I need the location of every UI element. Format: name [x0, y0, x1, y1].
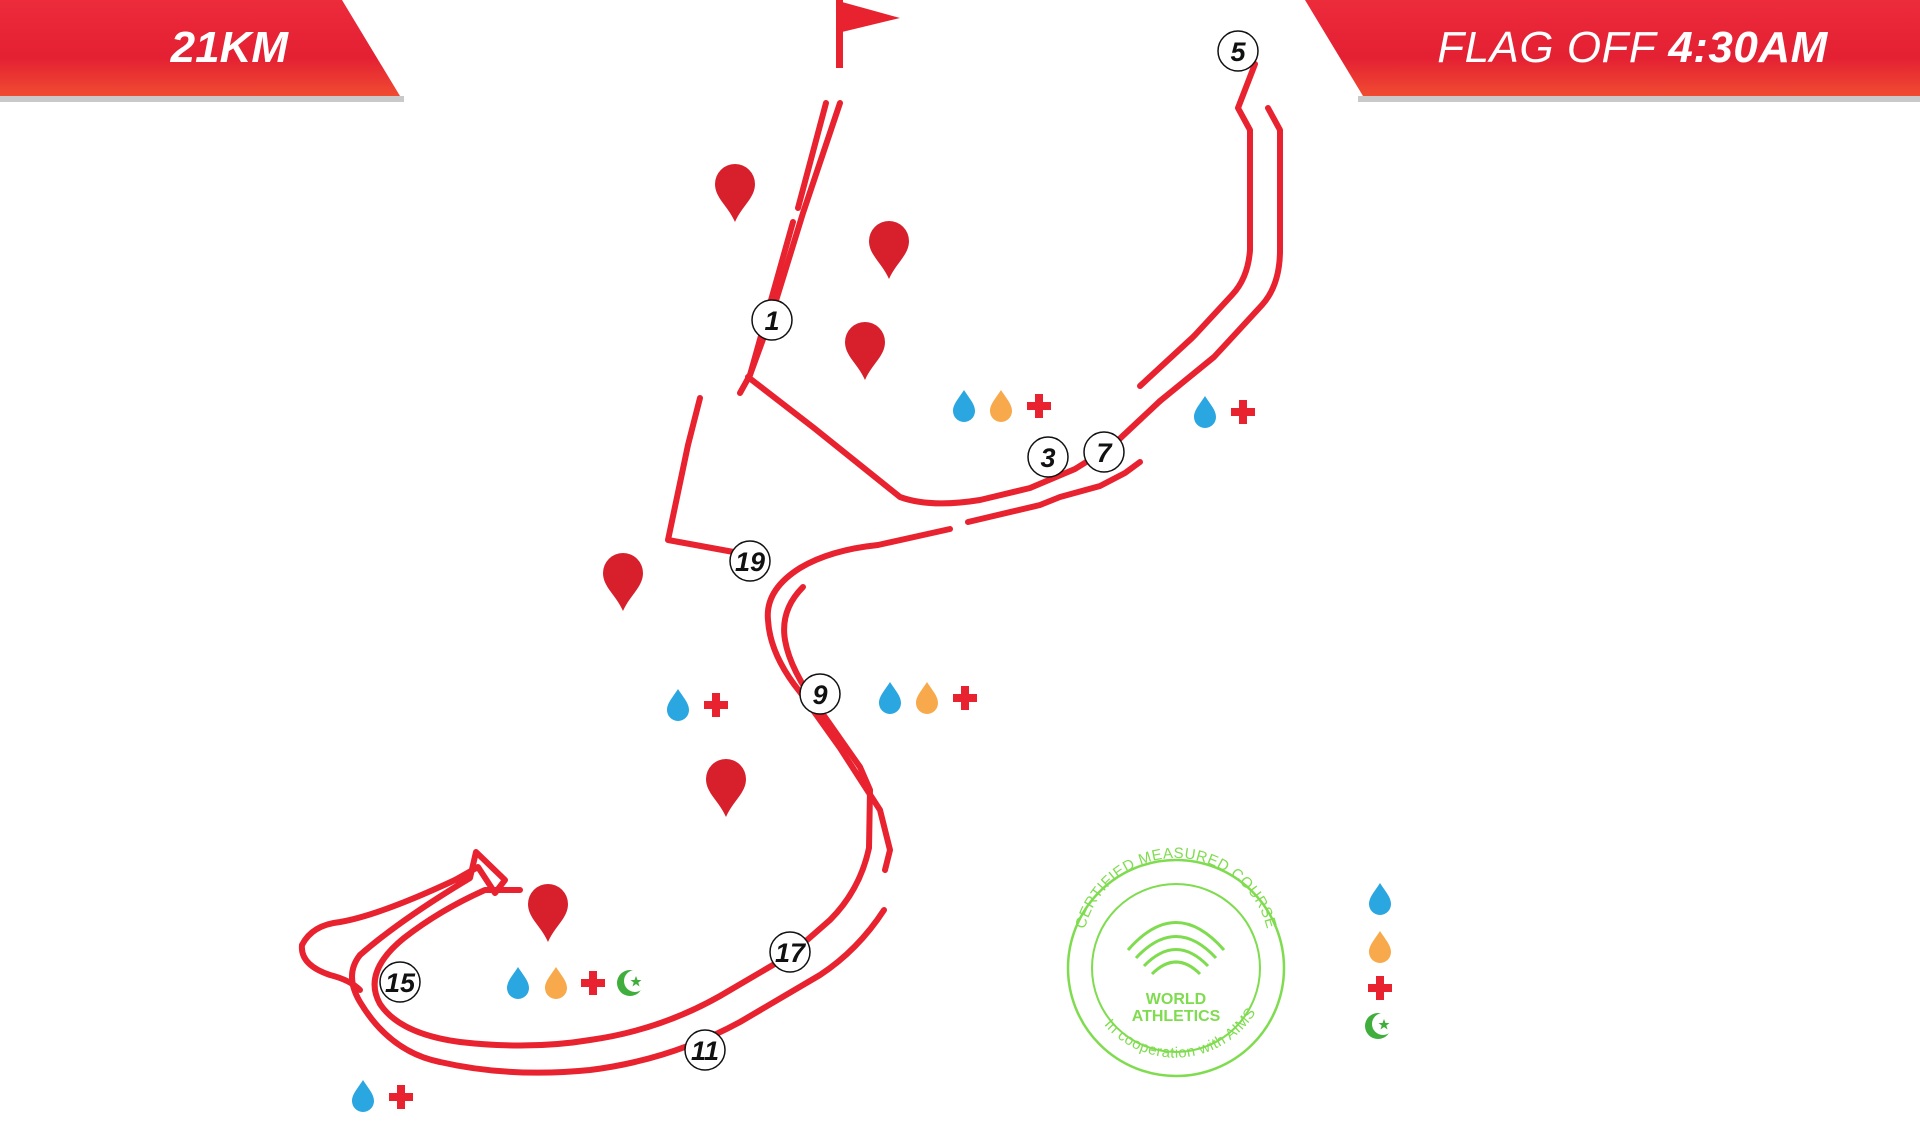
medical-cross-icon	[1368, 976, 1392, 1000]
aid-station	[507, 967, 646, 999]
map-pin-icon	[845, 322, 885, 380]
energy-drop-icon	[545, 967, 567, 999]
km-marker: 19	[729, 540, 771, 582]
water-drop-icon	[879, 682, 901, 714]
route-start-inner-2	[747, 219, 796, 378]
km-marker-label: 19	[735, 547, 765, 577]
seal-org-line1: WORLD	[1146, 991, 1206, 1008]
medical-cross-icon	[581, 971, 605, 995]
medical-cross-icon	[1231, 400, 1255, 424]
distance-banner: 21KM	[0, 0, 400, 96]
map-pin-icon	[528, 884, 568, 942]
route-west-loop	[298, 849, 508, 993]
km-marker: 1	[751, 299, 793, 341]
water-drop-icon	[667, 689, 689, 721]
km-marker: 7	[1083, 431, 1125, 473]
route-start-inner	[795, 100, 829, 211]
crescent-star-icon	[1365, 1013, 1394, 1039]
km-marker: 15	[379, 961, 421, 1003]
water-drop-icon	[352, 1080, 374, 1112]
energy-drop-icon	[990, 390, 1012, 422]
aid-station	[953, 390, 1051, 422]
km-marker: 3	[1027, 436, 1069, 478]
km-marker: 11	[684, 1029, 726, 1071]
km-marker-label: 3	[1040, 443, 1055, 473]
route-cross-upper	[965, 459, 1143, 525]
landmark-pins	[528, 164, 909, 942]
water-drop-icon	[1369, 883, 1391, 915]
flag-off-label: FLAG OFF	[1437, 23, 1657, 72]
certification-seal: CERTIFIED MEASURED COURSE In cooperation…	[1066, 845, 1286, 1078]
water-drop-icon	[507, 967, 529, 999]
medical-cross-icon	[389, 1085, 413, 1109]
route-inner-spur	[745, 374, 1163, 507]
route-east-outbound	[1137, 61, 1258, 389]
seal-top-text: CERTIFIED MEASURED COURSE	[1072, 845, 1280, 931]
route-west-descent	[665, 395, 753, 558]
energy-drop-icon	[1369, 931, 1391, 963]
water-drop-icon	[1194, 396, 1216, 428]
water-drop-icon	[953, 390, 975, 422]
seal-org-line2: ATHLETICS	[1132, 1008, 1221, 1025]
legend	[1365, 883, 1394, 1039]
km-marker-label: 5	[1230, 37, 1246, 67]
route-east-return	[1157, 105, 1283, 404]
km-marker-label: 17	[775, 938, 807, 968]
medical-cross-icon	[953, 686, 977, 710]
world-athletics-logo-icon	[1126, 921, 1226, 976]
aid-stations	[352, 390, 1255, 1112]
route-lines	[298, 61, 1283, 1076]
energy-drop-icon	[916, 682, 938, 714]
km-marker: 9	[799, 673, 841, 715]
km-marker-label: 11	[691, 1036, 719, 1066]
medical-cross-icon	[704, 693, 728, 717]
aid-station	[1194, 396, 1255, 428]
flag-off-banner: FLAG OFF 4:30AM	[1305, 0, 1920, 96]
aid-station	[667, 689, 728, 721]
map-pin-icon	[706, 759, 746, 817]
km-marker: 17	[769, 931, 811, 973]
km-marker-label: 15	[385, 968, 416, 998]
km-marker-label: 9	[812, 680, 827, 710]
km-marker-label: 7	[1096, 438, 1113, 468]
crescent-star-icon	[617, 970, 646, 996]
flag-off-banner-shadow	[1358, 96, 1920, 102]
route-cross-lower	[764, 526, 953, 873]
km-marker: 5	[1217, 30, 1259, 72]
map-pin-icon	[869, 221, 909, 279]
medical-cross-icon	[1027, 394, 1051, 418]
distance-label: 21KM	[170, 23, 288, 72]
km-markers: 1 3 5 7 9 11 15 17	[379, 30, 1259, 1071]
route-south-outer	[349, 907, 887, 1076]
map-pin-icon	[715, 164, 755, 222]
map-pin-icon	[603, 553, 643, 611]
distance-banner-shadow	[0, 96, 404, 102]
start-flag-icon	[836, 0, 900, 68]
flag-off-time: 4:30AM	[1668, 23, 1828, 72]
km-marker-label: 1	[764, 306, 779, 336]
aid-station	[352, 1080, 413, 1112]
aid-station	[879, 682, 977, 714]
